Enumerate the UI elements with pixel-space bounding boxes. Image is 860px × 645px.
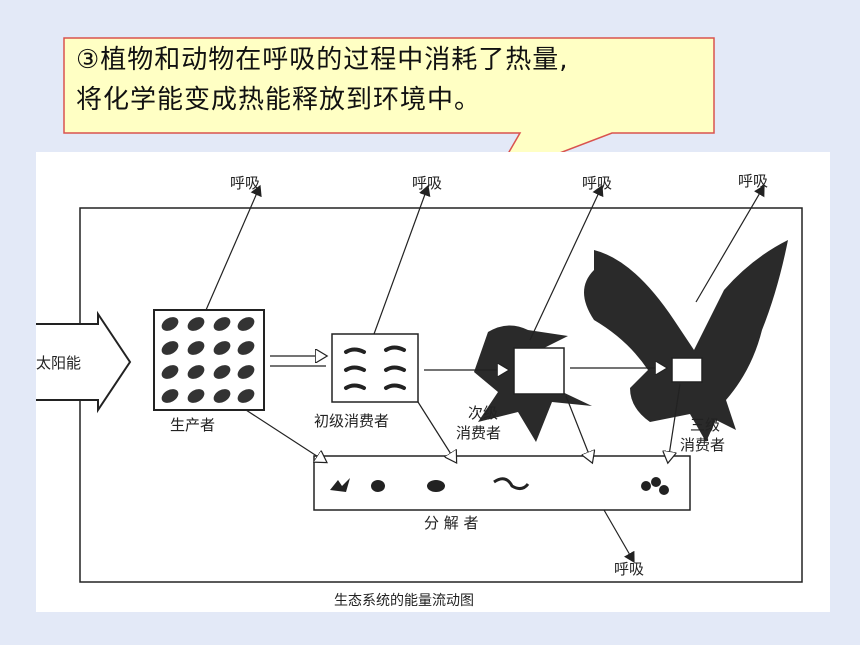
respiration-arrow-decomposer [603,509,635,564]
label-respiration-primary: 呼吸 [412,174,443,192]
label-primary-consumer: 初级消费者 [314,412,390,430]
label-respiration-secondary: 呼吸 [582,174,613,192]
label-decomposer: 分 解 者 [424,514,479,532]
callout-text: ③植物和动物在呼吸的过程中消耗了热量, 将化学能变成热能释放到环境中。 [76,40,716,120]
label-tertiary-consumer-1: 三级 [690,416,721,434]
flow-arrow-primary-to-decomposer [417,401,456,462]
producer-box [153,309,265,411]
primary-consumer-box [331,333,419,403]
diagram-caption: 生态系统的能量流动图 [334,593,474,609]
callout-line-1: ③植物和动物在呼吸的过程中消耗了热量, [76,45,569,75]
decomposer-box [313,455,691,511]
label-solar-energy: 太阳能 [36,354,82,372]
solar-energy-arrow [36,310,132,414]
respiration-arrow-primary [373,184,431,335]
respiration-arrow-tertiary [695,184,765,303]
secondary-consumer-bird [474,325,592,442]
tertiary-consumer-hawk [584,240,788,442]
label-secondary-consumer-1: 次级 [468,404,499,422]
label-respiration-decomposer: 呼吸 [614,560,645,578]
flow-arrow-producer-to-decomposer [245,409,326,462]
flow-arrow-secondary-to-decomposer [565,395,592,462]
diagram-graphics [36,184,803,583]
label-respiration-producer: 呼吸 [230,174,261,192]
energy-flow-diagram: 呼吸 呼吸 呼吸 呼吸 呼吸 太阳能 生产者 初级消费者 次级 消费者 三级 消… [36,152,830,612]
flow-arrow-tertiary-to-decomposer [668,383,681,462]
label-tertiary-consumer-2: 消费者 [680,436,726,454]
label-producer: 生产者 [170,416,216,434]
respiration-arrow-producer [205,184,262,311]
respiration-arrow-secondary [529,184,604,341]
label-respiration-tertiary: 呼吸 [738,172,769,190]
callout-line-2: 将化学能变成热能释放到环境中。 [76,85,482,115]
label-secondary-consumer-2: 消费者 [456,424,502,442]
